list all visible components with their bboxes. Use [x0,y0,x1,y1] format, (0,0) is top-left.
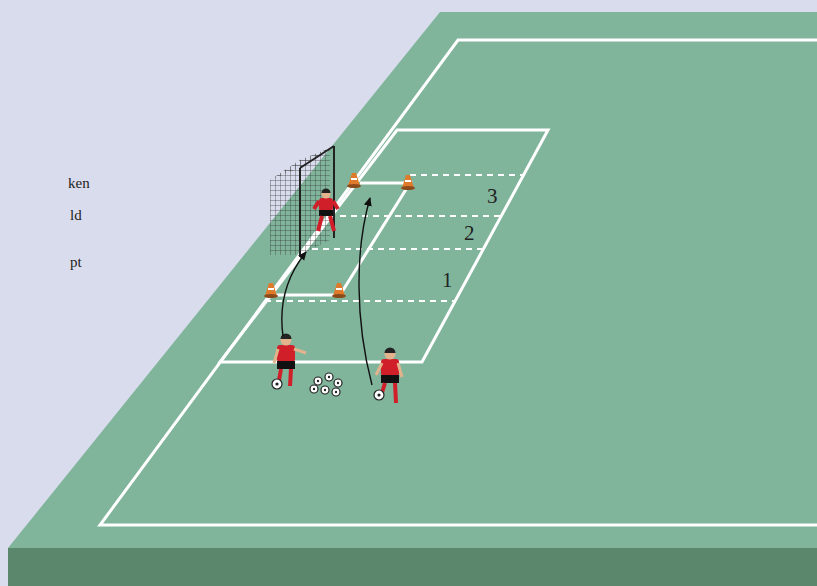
goalkeeper [314,189,338,232]
side-text: ken [68,176,90,191]
zone-number: 1 [442,270,453,291]
zone-number: 2 [464,223,475,244]
cones [264,173,415,298]
side-text: ld [70,208,82,223]
player [274,334,306,387]
ball-path [282,198,372,385]
player [376,348,402,404]
zone-number: 3 [487,186,498,207]
side-text: pt [70,255,82,270]
balls [272,373,384,400]
